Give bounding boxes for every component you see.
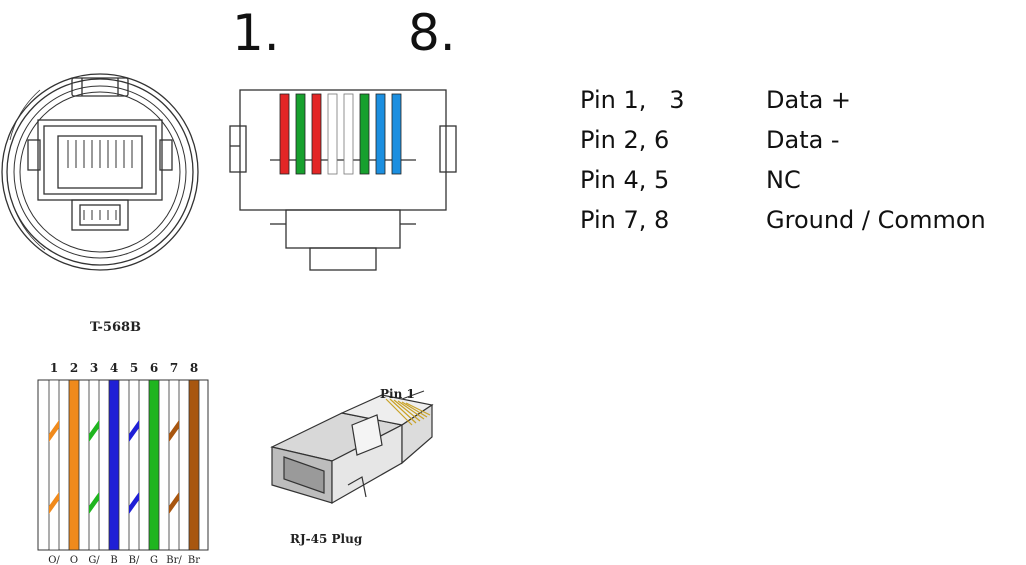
- wire-color-code: Br: [188, 555, 200, 565]
- pinout-pins: Pin 7, 8: [580, 206, 670, 234]
- wire-color-code: O/: [48, 555, 60, 565]
- wire-number: 4: [110, 361, 118, 375]
- plug-pin1-label: Pin 1: [380, 387, 415, 401]
- pinout-pins: Pin 4, 5: [580, 166, 670, 194]
- front-wire: [295, 93, 306, 175]
- round-jack-illustration: [1, 73, 199, 271]
- front-wire: [343, 93, 354, 175]
- wire-color-code: B/: [129, 555, 140, 565]
- wire-color-code: G/: [88, 555, 100, 565]
- wire-color-code: G: [150, 555, 158, 565]
- wire-strand: [108, 379, 120, 551]
- wire-color-code: O: [70, 555, 78, 565]
- front-wire: [311, 93, 322, 175]
- front-wire: [327, 93, 338, 175]
- front-wire: [391, 93, 402, 175]
- wire-number: 2: [70, 361, 78, 375]
- wire-color-code: Br/: [166, 555, 182, 565]
- wire-number: 8: [190, 361, 198, 375]
- wire-strand: [128, 379, 140, 551]
- plug-front-view: [229, 89, 457, 271]
- wire-number: 1: [50, 361, 58, 375]
- pinout-function: NC: [766, 166, 801, 194]
- wire-strand: [48, 379, 60, 551]
- t568b-title: T-568B: [90, 320, 142, 335]
- front-wire: [279, 93, 290, 175]
- pinout-pins: Pin 1, 3: [580, 86, 685, 114]
- wire-strand: [188, 379, 200, 551]
- pinout-function: Data -: [766, 126, 840, 154]
- plug-caption: RJ-45 Plug: [290, 532, 363, 546]
- pinout-pins: Pin 2, 6: [580, 126, 670, 154]
- last-pin-marker: 8.: [408, 4, 456, 62]
- pinout-function: Ground / Common: [766, 206, 986, 234]
- t568b-frame: [37, 379, 209, 551]
- first-pin-marker: 1.: [232, 4, 280, 62]
- front-wire: [375, 93, 386, 175]
- front-wire: [359, 93, 370, 175]
- rj45-plug-illustration: [270, 390, 434, 505]
- wire-number: 5: [130, 361, 138, 375]
- pinout-function: Data +: [766, 86, 852, 114]
- wire-strand: [148, 379, 160, 551]
- wire-number: 3: [90, 361, 98, 375]
- wire-strand: [168, 379, 180, 551]
- wire-strand: [88, 379, 100, 551]
- wire-color-code: B: [110, 555, 117, 565]
- wire-strand: [68, 379, 80, 551]
- wire-number: 7: [170, 361, 178, 375]
- wire-number: 6: [150, 361, 158, 375]
